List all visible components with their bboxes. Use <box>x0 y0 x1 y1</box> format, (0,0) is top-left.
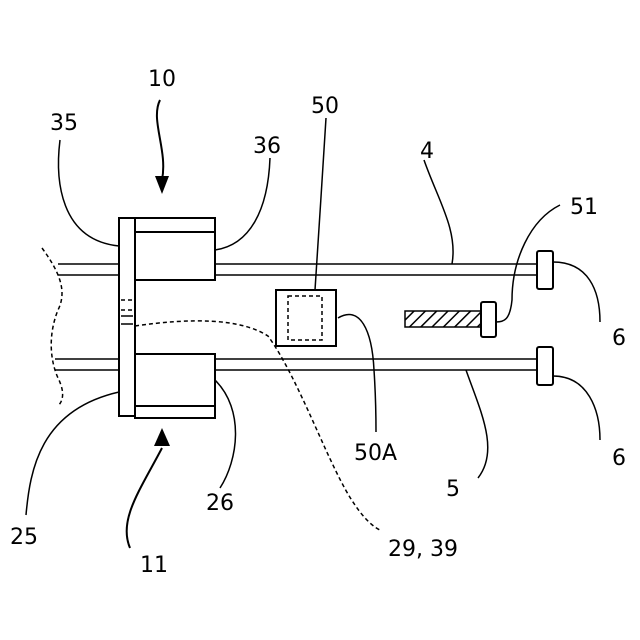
label-36: 36 <box>253 134 281 159</box>
label-4: 4 <box>420 139 434 164</box>
label-35: 35 <box>50 111 78 136</box>
label-unit-lower: 11 <box>140 553 168 578</box>
leader-50a <box>338 315 376 432</box>
label-50: 50 <box>311 94 339 119</box>
actuator <box>405 302 496 337</box>
label-25: 25 <box>10 525 38 550</box>
end-stop-upper <box>537 251 553 289</box>
label-26: 26 <box>206 491 234 516</box>
label-29-39: 29, 39 <box>388 537 458 562</box>
arrow-unit-lower <box>127 428 170 548</box>
label-6-upper: 6 <box>612 326 626 351</box>
label-unit-upper: 10 <box>148 67 176 92</box>
label-5: 5 <box>446 477 460 502</box>
label-6-lower: 6 <box>612 446 626 471</box>
leader-25 <box>26 392 119 515</box>
leader-4 <box>424 160 453 264</box>
connection-line <box>135 321 380 530</box>
leader-26 <box>215 380 236 488</box>
end-stop-lower <box>537 347 553 385</box>
leader-6-lower <box>553 376 600 440</box>
sensor-box <box>276 290 336 346</box>
label-51: 51 <box>570 195 598 220</box>
vertical-plate <box>119 218 135 416</box>
label-50a: 50A <box>354 441 397 466</box>
break-line <box>42 248 63 406</box>
leader-6-upper <box>553 262 600 322</box>
lower-motor-block <box>135 354 215 418</box>
upper-motor-block <box>135 218 215 280</box>
leader-5 <box>466 370 488 478</box>
leader-36 <box>215 158 270 250</box>
arrow-unit-upper <box>155 100 169 194</box>
leader-35 <box>59 140 119 246</box>
